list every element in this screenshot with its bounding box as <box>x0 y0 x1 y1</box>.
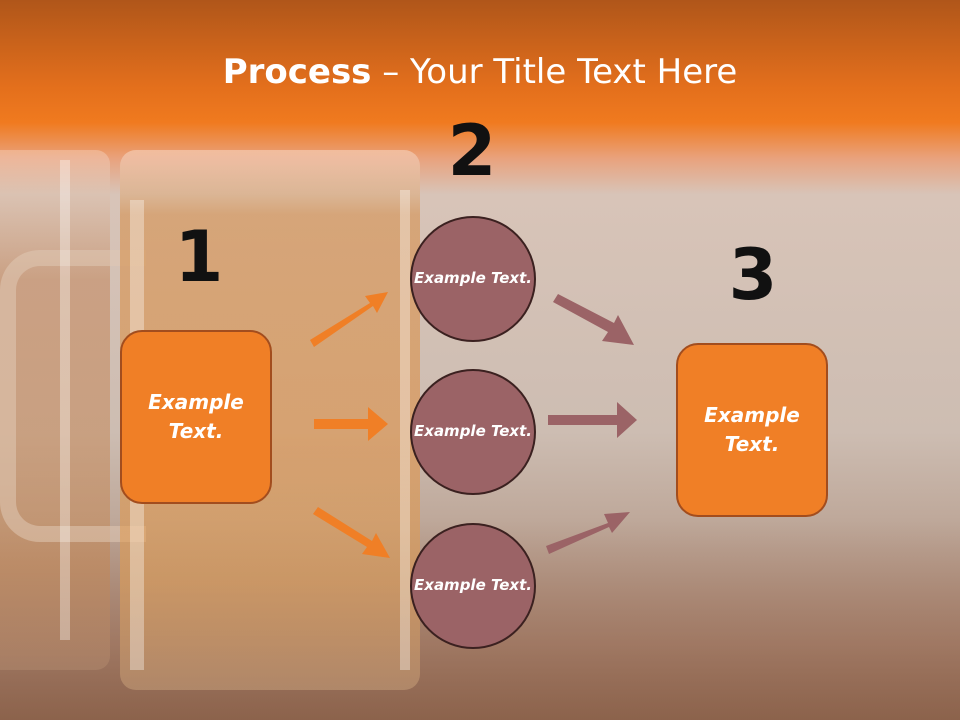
circle-text: Example Text. <box>414 269 532 288</box>
step-2-circle-middle: Example Text. <box>410 369 536 495</box>
step-2-number: 2 <box>447 110 497 192</box>
arrow-right-muted <box>548 402 637 438</box>
step-1-box: Example Text. <box>120 330 272 504</box>
step-2-circle-top: Example Text. <box>410 216 536 342</box>
slide-title: Process – Your Title Text Here <box>0 52 960 92</box>
step-2-circle-bottom: Example Text. <box>410 523 536 649</box>
step-1-number: 1 <box>174 216 224 298</box>
arrow-down-right <box>313 507 390 558</box>
background-mug-handle <box>0 250 146 542</box>
title-bold: Process <box>222 52 372 92</box>
title-rest: – Your Title Text Here <box>371 52 738 92</box>
step-1-box-text: Example Text. <box>148 390 244 443</box>
step-3-box-text: Example Text. <box>704 403 800 456</box>
step-3-box: Example Text. <box>676 343 828 517</box>
arrow-up-right-muted <box>546 512 630 554</box>
background-beer-mug-left <box>0 150 110 670</box>
background-glass-highlight <box>400 190 410 670</box>
arrow-up-right <box>310 292 388 347</box>
arrow-right <box>314 407 388 441</box>
circle-text: Example Text. <box>414 576 532 595</box>
background-glass-highlight <box>60 160 70 640</box>
circle-text: Example Text. <box>414 422 532 441</box>
step-3-number: 3 <box>728 234 778 316</box>
arrow-down-right-muted <box>553 294 634 345</box>
